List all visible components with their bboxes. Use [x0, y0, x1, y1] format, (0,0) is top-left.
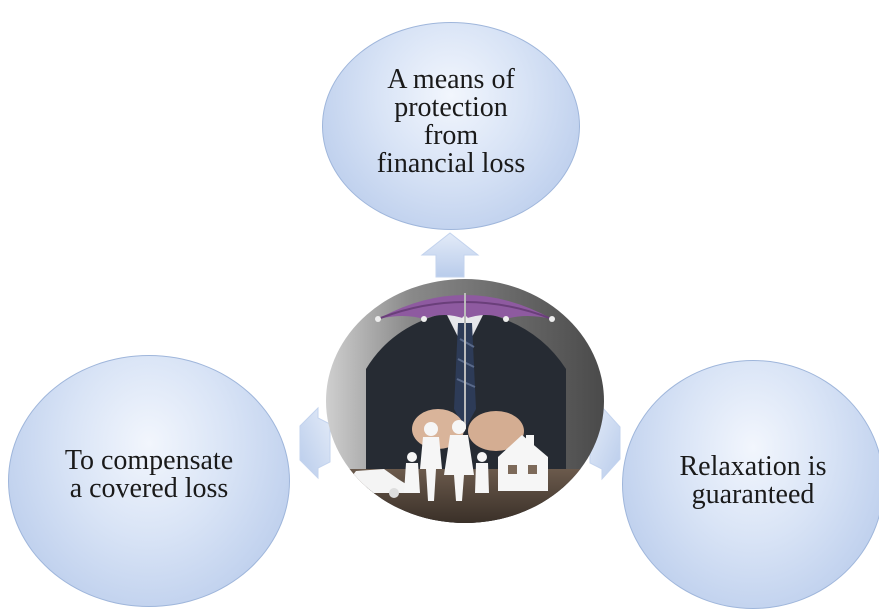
arrow-left-icon [299, 406, 331, 480]
benefit-label-protection: A means of protection from financial los… [376, 64, 526, 179]
benefit-bubble-left: To compensate a covered loss [8, 355, 290, 607]
benefit-label-relaxation: Relaxation is guaranteed [679, 450, 827, 510]
benefit-bubble-top: A means of protection from financial los… [322, 22, 580, 230]
arrow-up-icon [420, 232, 480, 278]
benefit-label-compensate: To compensate a covered loss [64, 445, 234, 504]
center-photo [326, 279, 604, 523]
benefit-bubble-right: Relaxation is guaranteed [622, 360, 879, 609]
umbrella-family-house-photo [326, 279, 604, 523]
